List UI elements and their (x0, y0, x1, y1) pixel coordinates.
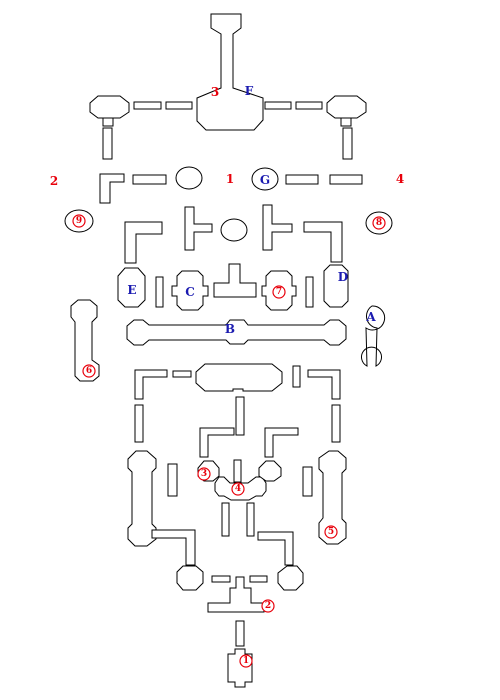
circled-7-badge (272, 285, 286, 299)
circled-3-badge (197, 467, 211, 481)
circled-3-label: 3 (201, 469, 207, 479)
top-left-chamber (89, 95, 130, 119)
left-short-corridor (132, 174, 167, 185)
label-4: 4 (396, 172, 404, 186)
left-t-passage (184, 206, 213, 251)
top-central-hall (196, 13, 264, 131)
circled-4-label: 4 (235, 484, 241, 494)
lower-left-vertical-corridor (134, 404, 144, 443)
left-l-passage (124, 221, 163, 264)
six-tower (70, 299, 100, 382)
top-left-connector (102, 117, 114, 127)
left-small-corridor (167, 463, 178, 497)
top-right-connector (340, 117, 352, 127)
d-chamber (323, 264, 349, 308)
right-short-corridor-1 (285, 174, 319, 185)
circled-2-label: 2 (265, 601, 271, 611)
top-right-corridor-1 (264, 101, 292, 110)
circled-7-label: 7 (276, 287, 282, 297)
bottom-left-chamber (176, 565, 204, 591)
top-left-corridor-1 (133, 101, 162, 110)
top-right-chamber (326, 95, 367, 119)
four-top-corridor (233, 459, 242, 483)
lower-right-vertical-corridor (331, 404, 341, 443)
label-2: 2 (50, 174, 58, 188)
bottom-left-l-passage (151, 529, 196, 566)
a-tower (361, 305, 386, 367)
entrance-corridor (235, 620, 245, 647)
central-t-hall (213, 263, 257, 298)
left-long-tower (127, 450, 157, 547)
right-small-chamber (258, 460, 282, 482)
lower-right-short-corridor (292, 365, 301, 388)
top-left-corridor-2 (165, 101, 193, 110)
four-right-lower-corridor (246, 502, 255, 537)
right-small-corridor (302, 466, 313, 497)
top-right-corridor-2 (295, 101, 323, 110)
right-short-corridor-2 (329, 174, 363, 185)
lower-center-vertical-corridor (235, 396, 245, 436)
lower-left-corner-passage (199, 427, 235, 458)
right-l-passage (303, 221, 343, 263)
left-corner-passage (99, 173, 125, 204)
bottom-right-chamber (277, 565, 304, 591)
bottom-right-short-corridor (249, 575, 268, 583)
e-side-corridor (155, 276, 164, 308)
circled-5-label: 5 (328, 527, 334, 537)
circled-6-badge (82, 364, 96, 378)
circled-1-label: 1 (243, 656, 249, 666)
g-oval-room (251, 167, 279, 191)
bottom-left-short-corridor (211, 575, 231, 583)
circled-2-badge (261, 599, 275, 613)
four-left-lower-corridor (221, 502, 230, 537)
top-right-vertical-corridor (342, 127, 353, 160)
label-3: 3 (211, 85, 219, 99)
circled-4-badge (231, 482, 245, 496)
lower-right-l-passage (307, 369, 341, 400)
lower-right-corner-passage (264, 427, 299, 458)
top-left-vertical-corridor (102, 127, 113, 160)
label-b: B (225, 322, 235, 336)
two-cross-hall (207, 576, 265, 613)
circled-9-badge (72, 214, 86, 228)
lower-left-short-corridor (172, 370, 192, 378)
label-c: C (185, 285, 195, 299)
circled-5-badge (324, 525, 338, 539)
circled-1-badge (239, 654, 253, 668)
label-1: 1 (226, 172, 234, 186)
circled-9-label: 9 (76, 216, 82, 226)
label-e: E (127, 283, 136, 297)
one-entrance-chamber (227, 648, 253, 688)
circled-6-label: 6 (86, 366, 92, 376)
e-chamber (117, 267, 146, 308)
label-f: F (245, 84, 254, 98)
bottom-right-l-passage (257, 531, 294, 566)
label-g: G (260, 173, 270, 187)
center-oval-room (220, 218, 248, 242)
c-chamber (171, 270, 209, 311)
right-t-passage (262, 204, 293, 251)
lower-left-l-passage (134, 369, 168, 400)
upper-left-oval-room (175, 166, 203, 190)
five-tower (318, 450, 347, 545)
d-side-corridor (305, 276, 314, 308)
label-a: A (365, 310, 376, 324)
label-d: D (338, 270, 348, 284)
circled-8-label: 8 (376, 218, 382, 228)
b-long-corridor (126, 319, 347, 346)
lower-center-hall (195, 363, 283, 392)
circled-8-badge (372, 216, 386, 230)
